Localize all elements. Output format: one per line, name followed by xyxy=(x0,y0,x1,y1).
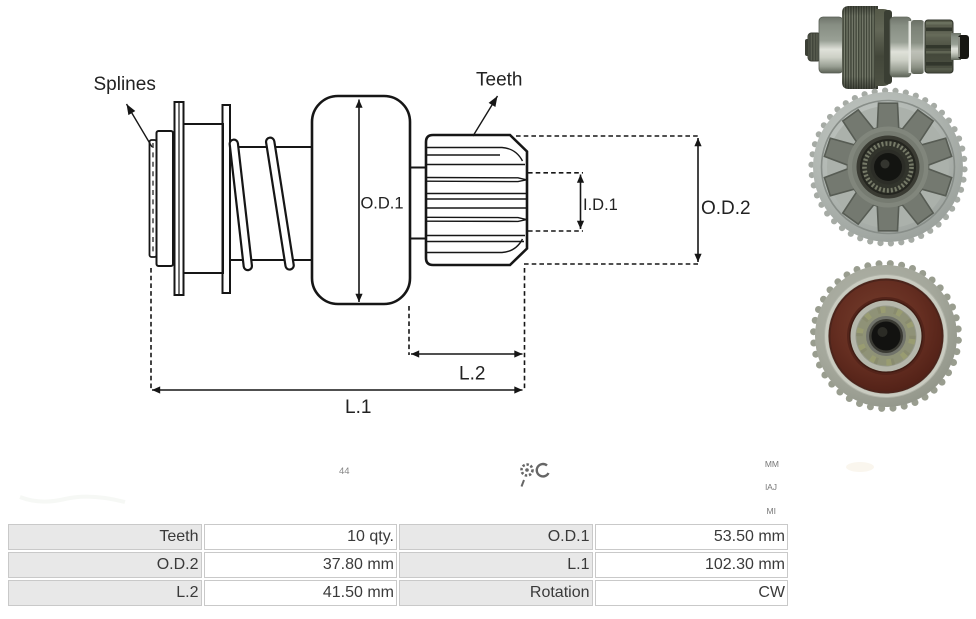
svg-text:MM: MM xyxy=(765,459,779,469)
svg-text:I.D.1: I.D.1 xyxy=(583,196,618,214)
svg-text:O.D.1: O.D.1 xyxy=(360,195,403,213)
svg-text:lAJ: lAJ xyxy=(765,482,777,492)
svg-text:Splines: Splines xyxy=(94,74,156,95)
svg-text:44: 44 xyxy=(339,466,350,477)
svg-text:Teeth: Teeth xyxy=(476,70,522,91)
svg-text:MI: MI xyxy=(767,506,776,516)
svg-text:O.D.2: O.D.2 xyxy=(701,198,751,219)
svg-text:L.1: L.1 xyxy=(345,397,371,418)
svg-text:L.2: L.2 xyxy=(459,364,485,385)
